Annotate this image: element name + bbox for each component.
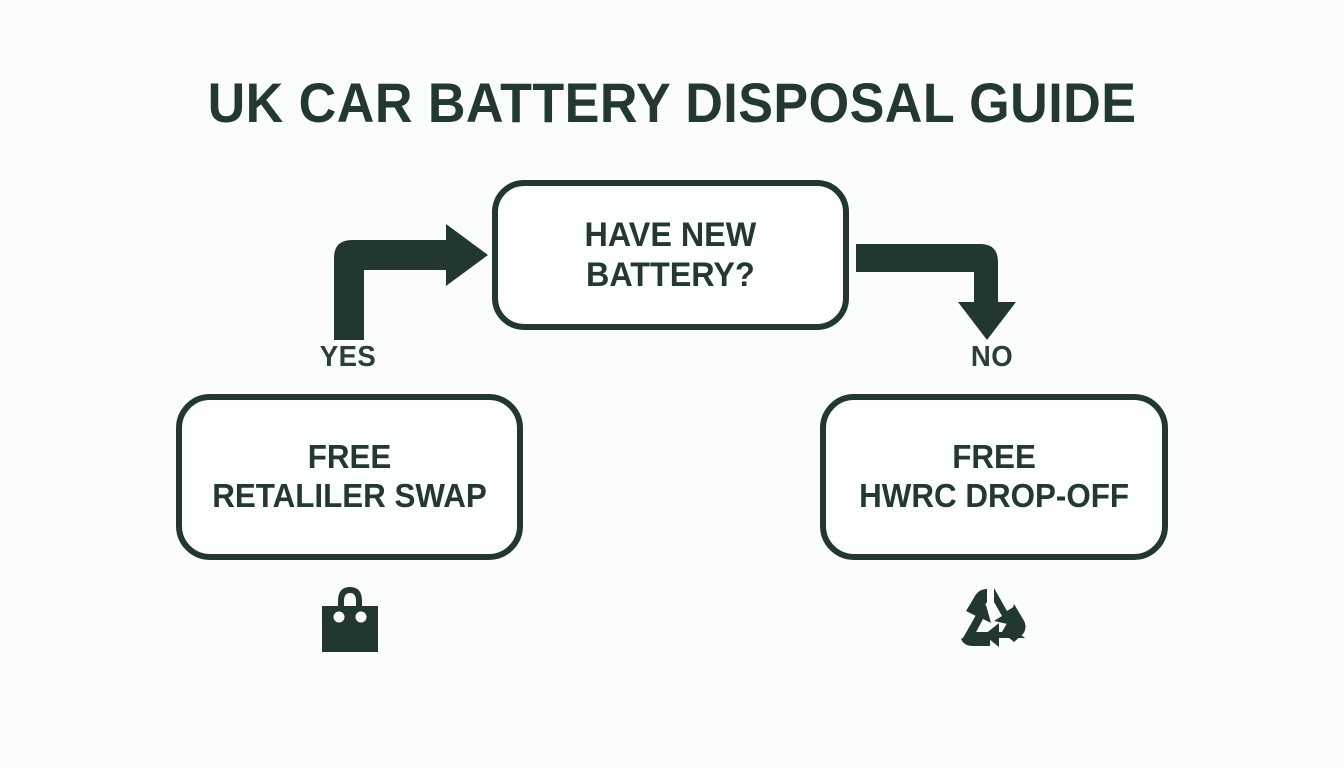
- outcome-node-right-text: FREE HWRC DROP-OFF: [859, 438, 1129, 516]
- outcome-node-left-line1: FREE: [307, 438, 392, 476]
- branch-label-yes: YES: [319, 341, 377, 373]
- elbow-up-right-arrow-icon: [334, 224, 488, 340]
- recycle-icon: [961, 588, 1026, 647]
- decision-node-line2: BATTERY?: [586, 256, 755, 294]
- decision-node-line1: HAVE NEW: [584, 215, 757, 254]
- outcome-node-left-text: FREE RETALILER SWAP: [212, 438, 487, 516]
- branch-label-no: NO: [970, 341, 1014, 373]
- elbow-right-down-arrow-icon: [856, 244, 1016, 340]
- outcome-node-right-line1: FREE: [952, 438, 1036, 476]
- outcome-node-hwrc-drop-off: FREE HWRC DROP-OFF: [820, 394, 1168, 560]
- page-title: UK CAR BATTERY DISPOSAL GUIDE: [207, 71, 1137, 134]
- decision-node-have-new-battery: HAVE NEW BATTERY?: [492, 180, 849, 330]
- outcome-node-right-line2: HWRC DROP-OFF: [859, 477, 1129, 514]
- outcome-node-left-line2: RETALILER SWAP: [212, 477, 487, 514]
- outcome-node-retailer-swap: FREE RETALILER SWAP: [176, 394, 523, 560]
- shopping-bag-icon: [322, 587, 378, 652]
- decision-node-text: HAVE NEW BATTERY?: [585, 215, 757, 295]
